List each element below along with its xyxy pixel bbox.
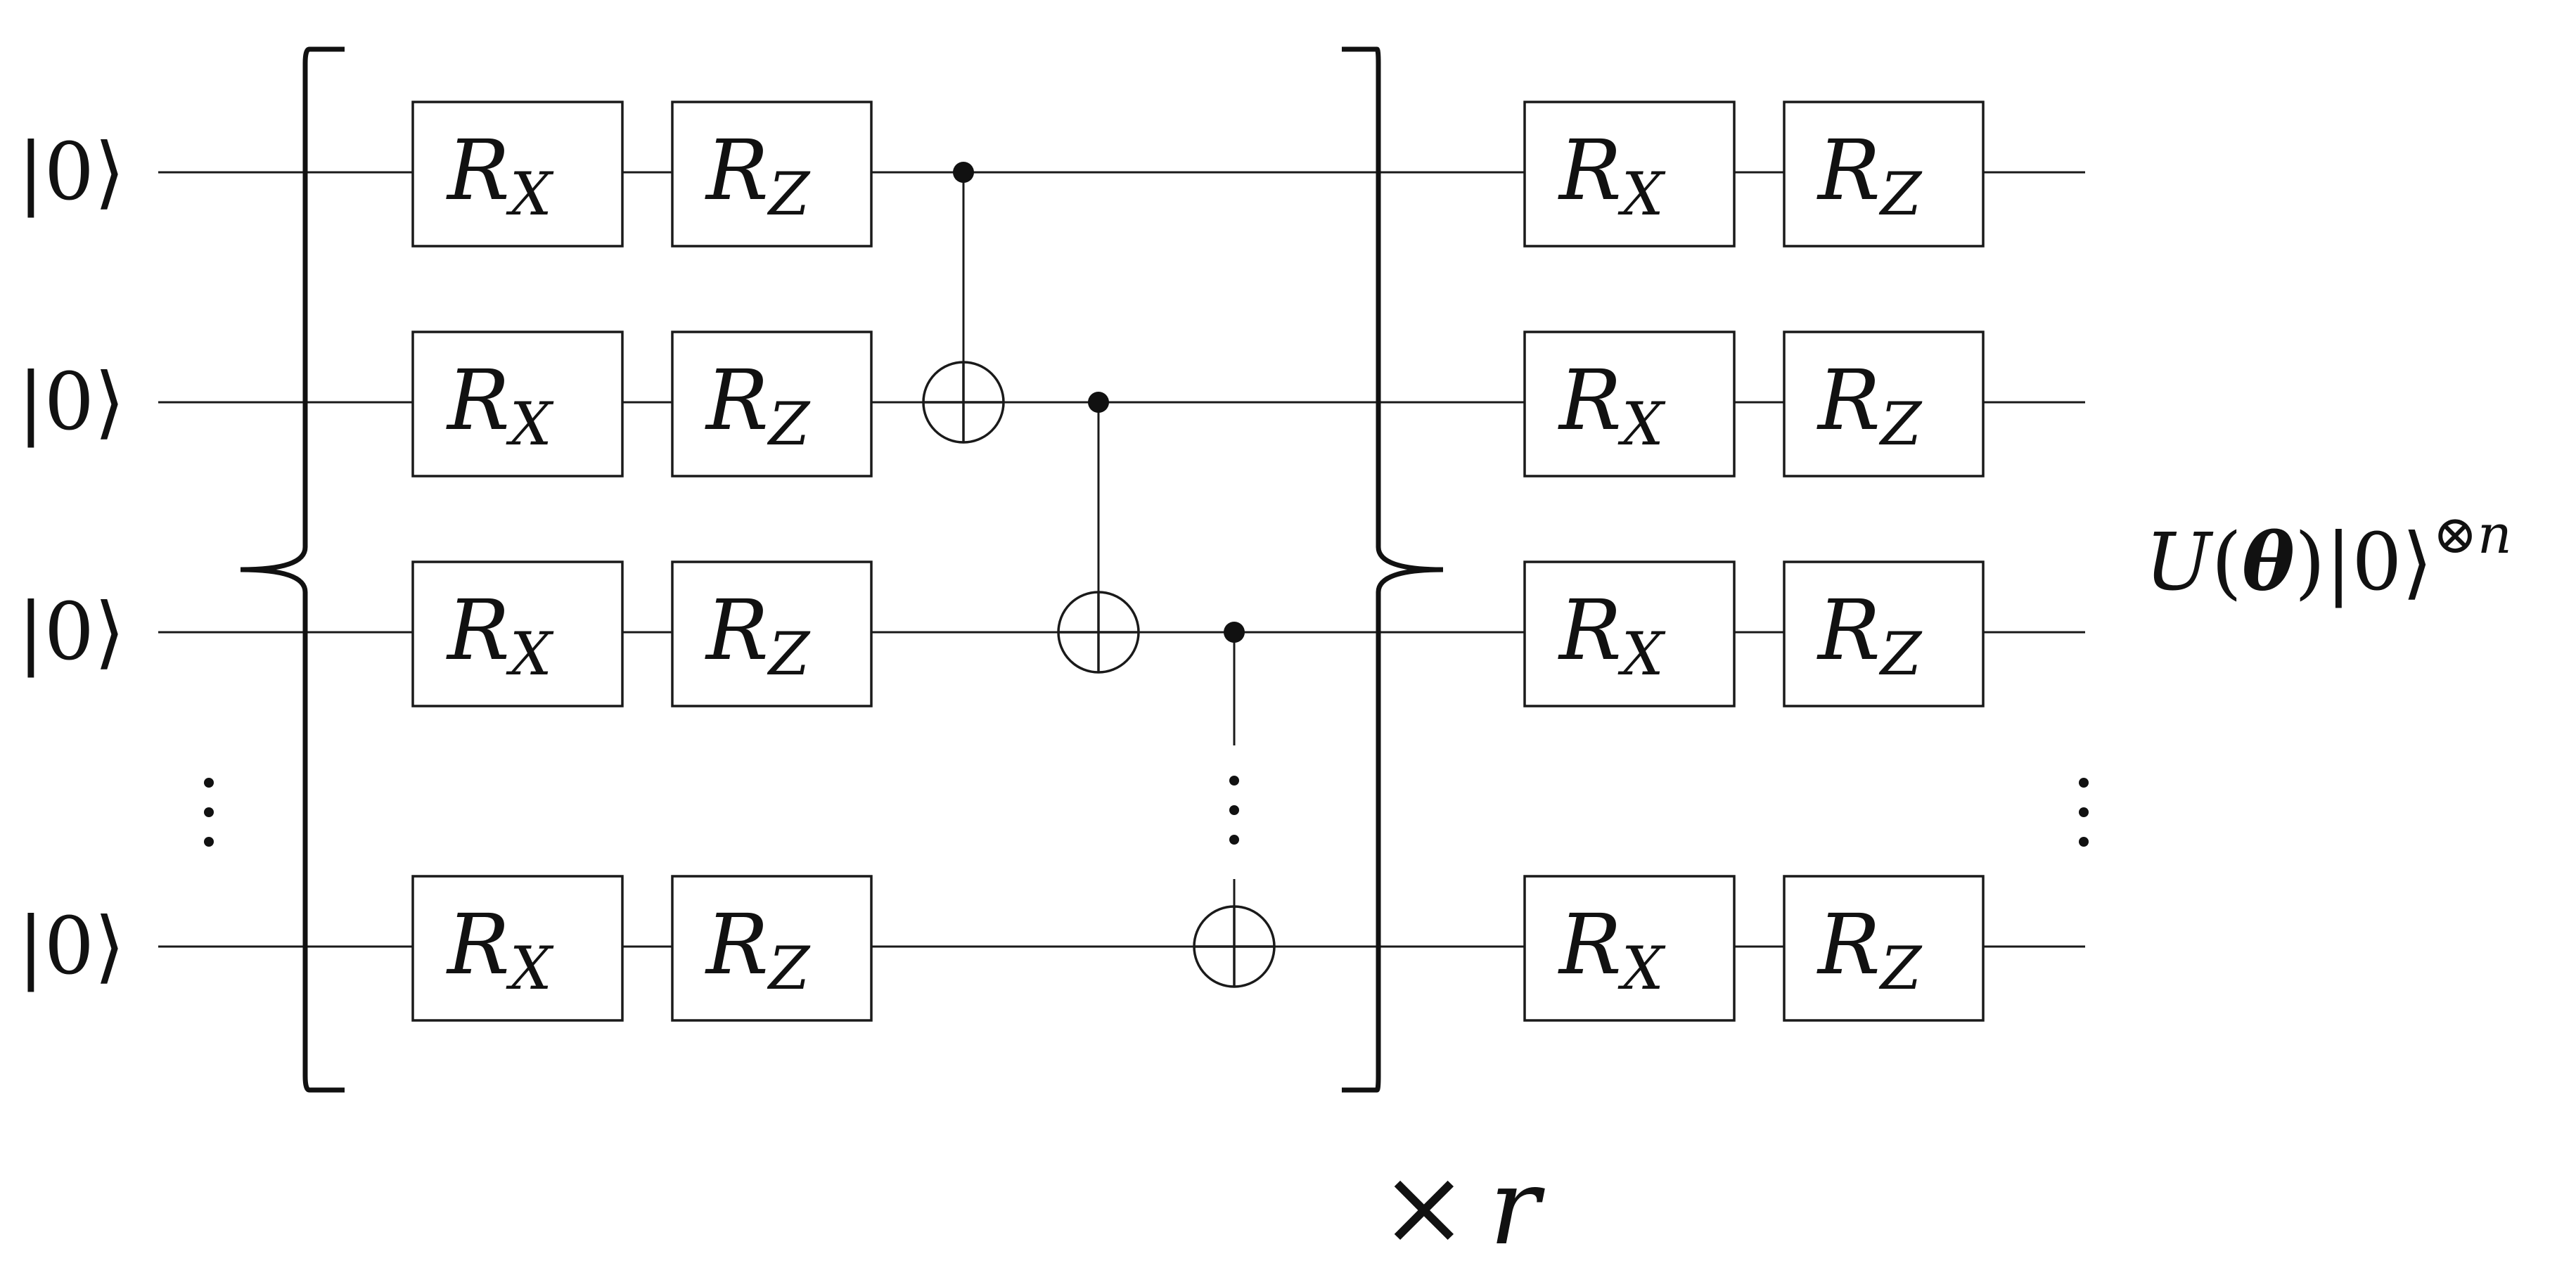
control-dot [953,162,974,183]
rx-gate: RX [411,331,624,477]
rx-gate: RX [1523,331,1736,477]
rz-gate: RZ [1783,101,1985,248]
svg-text:RZ: RZ [705,896,811,1003]
rx-gate: RX [411,560,624,707]
output-state-label: U(θ)|0⟩⊗n [2145,503,2512,608]
rx-gate: RX [1523,560,1736,707]
svg-text:RZ: RZ [1816,582,1923,688]
qubit-wires [158,171,2085,948]
repeat-count-label: ×r [1380,1146,1546,1269]
rx-gate: RX [1523,101,1736,248]
cnot-gate [922,162,1005,444]
input-ket-2: |0⟩ [18,357,125,448]
input-states: |0⟩ |0⟩ |0⟩ |0⟩ [18,127,125,992]
input-ket-4: |0⟩ [18,901,125,992]
svg-text:RZ: RZ [1816,352,1923,459]
control-dot [1224,622,1245,643]
rx-gate: RX [411,101,624,248]
svg-text:RX: RX [1558,352,1666,459]
svg-text:RX: RX [446,352,554,459]
rz-gate: RZ [1783,560,1985,707]
svg-text:RX: RX [446,896,554,1003]
rz-gate: RZ [671,331,873,477]
cnot-gate [1057,392,1140,674]
rz-gate: RZ [671,101,873,248]
svg-text:RZ: RZ [705,582,811,688]
input-ket-1: |0⟩ [18,127,125,218]
svg-text:RZ: RZ [705,352,811,459]
svg-text:RZ: RZ [1816,896,1923,1003]
input-ket-3: |0⟩ [18,586,125,678]
svg-text:RX: RX [1558,896,1666,1003]
svg-text:RX: RX [446,122,554,229]
right-vertical-ellipsis [2079,778,2089,847]
rz-gate: RZ [671,560,873,707]
svg-text:RZ: RZ [705,122,811,229]
repeated-layer-gates: RX RZ RX RZ RX RZ RX RZ [411,101,873,1022]
svg-text:RZ: RZ [1816,122,1923,229]
svg-text:RX: RX [446,582,554,688]
cnot-gate [1193,622,1276,988]
right-repeat-bracket [1342,46,1444,1093]
cnot-vertical-ellipsis [1229,776,1239,845]
svg-text:RX: RX [1558,122,1666,229]
cnot-ladder [922,162,1276,988]
control-dot [1088,392,1109,413]
rx-gate: RX [411,875,624,1022]
rz-gate: RZ [1783,875,1985,1022]
final-rotation-layer: RX RZ RX RZ RX RZ RX RZ [1523,101,1985,1022]
rz-gate: RZ [671,875,873,1022]
left-repeat-bracket [240,46,345,1093]
left-vertical-ellipsis [204,778,214,847]
rx-gate: RX [1523,875,1736,1022]
rz-gate: RZ [1783,331,1985,477]
svg-text:RX: RX [1558,582,1666,688]
